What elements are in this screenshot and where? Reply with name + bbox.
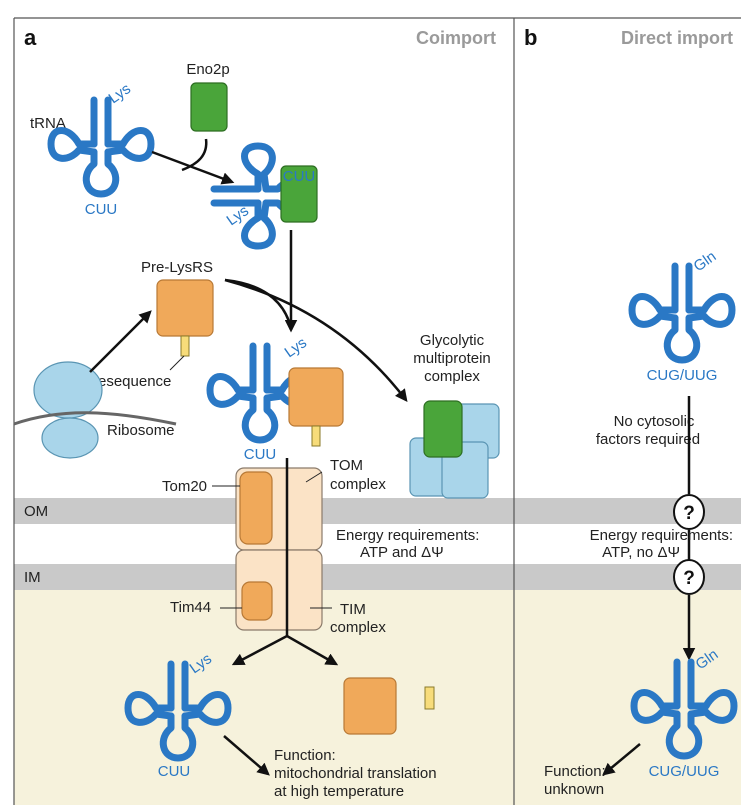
unknown-im-carrier <box>673 559 705 595</box>
tim44-protein <box>241 581 273 621</box>
arrow-ribosome-to-lysrs <box>89 310 152 373</box>
eno2p-label: Eno2p <box>186 61 229 78</box>
panel-b-letter: b <box>524 25 537 50</box>
tim44-label: Tim44 <box>170 599 211 616</box>
pre-lysrs-protein <box>156 279 214 337</box>
function-a-line1: Function: <box>274 747 336 764</box>
tim-label-1: TIM <box>340 601 366 618</box>
glycolytic-label-1: Glycolytic <box>420 332 485 349</box>
trna-lys-matrix <box>124 660 232 762</box>
tom-label-2: complex <box>330 476 386 493</box>
unknown-om-mark: ? <box>683 503 695 524</box>
energy-a-line1: Energy requirements: <box>336 527 479 544</box>
arrow-lysrs-to-glycolytic <box>224 278 408 402</box>
unknown-om-carrier <box>673 494 705 530</box>
arrow-to-matrix-trna <box>231 634 288 666</box>
trna1-codon-label: CUU <box>85 201 118 218</box>
energy-b-line2: ATP, no ΔΨ <box>602 544 680 561</box>
energy-b-line1: Energy requirements: <box>590 527 733 544</box>
trna3-codon-label: CUU <box>244 446 277 463</box>
no-factors-line2: factors required <box>596 431 700 448</box>
presequence-label: Presequence <box>83 373 171 390</box>
panel-b-title: Direct import <box>621 28 733 48</box>
trna-gln-cytosolic <box>628 262 736 364</box>
glycolytic-label-2: multiprotein <box>413 350 491 367</box>
function-b-line2: unknown <box>544 781 604 798</box>
tom20-label: Tom20 <box>162 478 207 495</box>
tom20-protein <box>239 471 273 545</box>
arrow-to-matrix-lysrs <box>286 634 339 666</box>
panel-a-letter: a <box>24 25 37 50</box>
eno2p-bound-protein <box>280 165 318 223</box>
function-a-line3: at high temperature <box>274 783 404 800</box>
codon-label-top: CUG/UUG <box>647 367 718 384</box>
eno2p-protein <box>190 82 228 132</box>
tom-label-1: TOM <box>330 457 363 474</box>
energy-a-line2: ATP and ΔΨ <box>360 544 444 561</box>
outer-membrane-band <box>14 498 741 524</box>
trna-gln-matrix <box>630 658 738 760</box>
tim-label-2: complex <box>330 619 386 636</box>
tom-pointer <box>305 471 323 483</box>
trna-lys-cytosolic <box>47 96 155 198</box>
cleaved-presequence <box>424 686 435 710</box>
lysrs-presequence-tag <box>311 425 321 447</box>
panel-a-title: Coimport <box>416 28 496 48</box>
trna4-codon-label: CUU <box>158 763 191 780</box>
arrow-to-function-b <box>602 743 641 776</box>
ribosome-label: Ribosome <box>107 422 175 439</box>
ribosome-small-subunit <box>41 417 99 459</box>
trna2-codon-label: CUU <box>283 168 316 185</box>
presequence-tag <box>180 335 190 357</box>
pre-lysrs-label: Pre-LysRS <box>141 259 213 276</box>
glycolytic-eno2p <box>423 400 463 458</box>
function-b-line1: Function: <box>544 763 606 780</box>
inner-membrane-band <box>14 564 741 590</box>
mature-lysrs-protein <box>343 677 397 735</box>
im-label: IM <box>24 569 41 586</box>
mrna-strand <box>13 411 177 426</box>
glycolytic-label-3: complex <box>424 368 480 385</box>
om-label: OM <box>24 503 48 520</box>
lysrs-protein <box>288 367 344 427</box>
unknown-im-mark: ? <box>683 568 695 589</box>
arrow-to-function-a <box>223 735 270 776</box>
codon-label-bottom: CUG/UUG <box>649 763 720 780</box>
arrow-trna-to-complex <box>151 150 235 185</box>
no-factors-line1: No cytosolic <box>614 413 695 430</box>
function-a-line2: mitochondrial translation <box>274 765 437 782</box>
eno2p-binding-curve <box>181 138 208 172</box>
presequence-pointer <box>169 355 185 371</box>
